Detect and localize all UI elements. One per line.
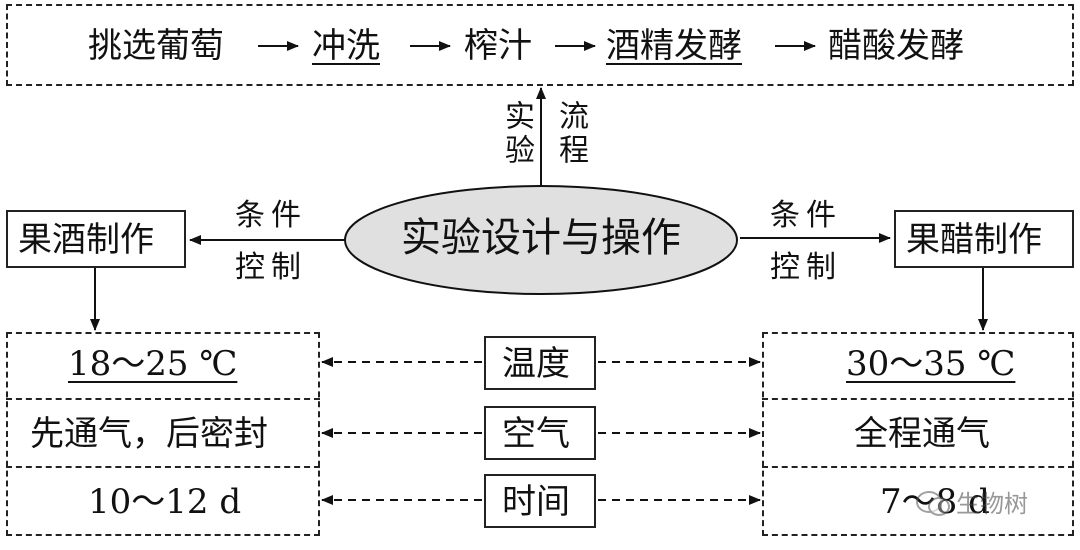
up-label-right: 流程 (552, 100, 588, 168)
vinegar-title: 果醋制作 (906, 220, 1042, 260)
up-label-left: 实验 (498, 100, 534, 168)
air-label: 空气 (502, 414, 570, 454)
wine-divider-1 (6, 398, 320, 400)
time-label-box: 时间 (484, 474, 596, 528)
wine-divider-2 (6, 466, 320, 468)
wine-time: 10～12 d (88, 482, 242, 522)
center-label-wrap: 实验设计与操作 (345, 212, 737, 264)
right-condition-bottom: 控制 (770, 250, 842, 285)
left-condition-bottom: 控制 (235, 250, 307, 285)
vinegar-divider-1 (762, 398, 1074, 400)
wine-box: 果酒制作 (6, 210, 186, 268)
center-ellipse (344, 185, 738, 295)
process-box (6, 4, 1074, 86)
wine-title: 果酒制作 (18, 220, 154, 260)
vinegar-box: 果醋制作 (894, 210, 1074, 268)
wine-temp: 18～25 ℃ (68, 344, 237, 384)
right-condition-top: 条件 (770, 198, 842, 233)
time-label: 时间 (502, 482, 570, 522)
temp-label-box: 温度 (484, 336, 596, 390)
wine-conditions-box (6, 332, 320, 536)
wine-air: 先通气，后密封 (30, 414, 268, 454)
temp-label: 温度 (502, 344, 570, 384)
process-step-3: 榨汁 (464, 26, 532, 66)
center-label: 实验设计与操作 (401, 215, 681, 261)
process-step-4: 酒精发酵 (606, 26, 742, 66)
process-step-2: 冲洗 (312, 26, 380, 66)
vinegar-conditions-box (762, 332, 1074, 536)
vinegar-air: 全程通气 (854, 414, 990, 454)
process-step-5: 醋酸发酵 (828, 26, 964, 66)
up-label-left-text: 实验 (499, 100, 534, 168)
process-step-1: 挑选葡萄 (88, 26, 224, 66)
left-condition-top: 条件 (235, 198, 307, 233)
vinegar-temp: 30～35 ℃ (846, 344, 1015, 384)
up-label-right-text: 流程 (553, 100, 588, 168)
air-label-box: 空气 (484, 406, 596, 460)
vinegar-divider-2 (762, 466, 1074, 468)
watermark: 生物树 (916, 484, 1028, 519)
vinegar-temp-value: 30～35 ℃ (846, 344, 1016, 384)
wine-temp-value: 18～25 ℃ (68, 344, 238, 384)
watermark-text: 生物树 (956, 490, 1028, 518)
wechat-icon (916, 489, 950, 516)
